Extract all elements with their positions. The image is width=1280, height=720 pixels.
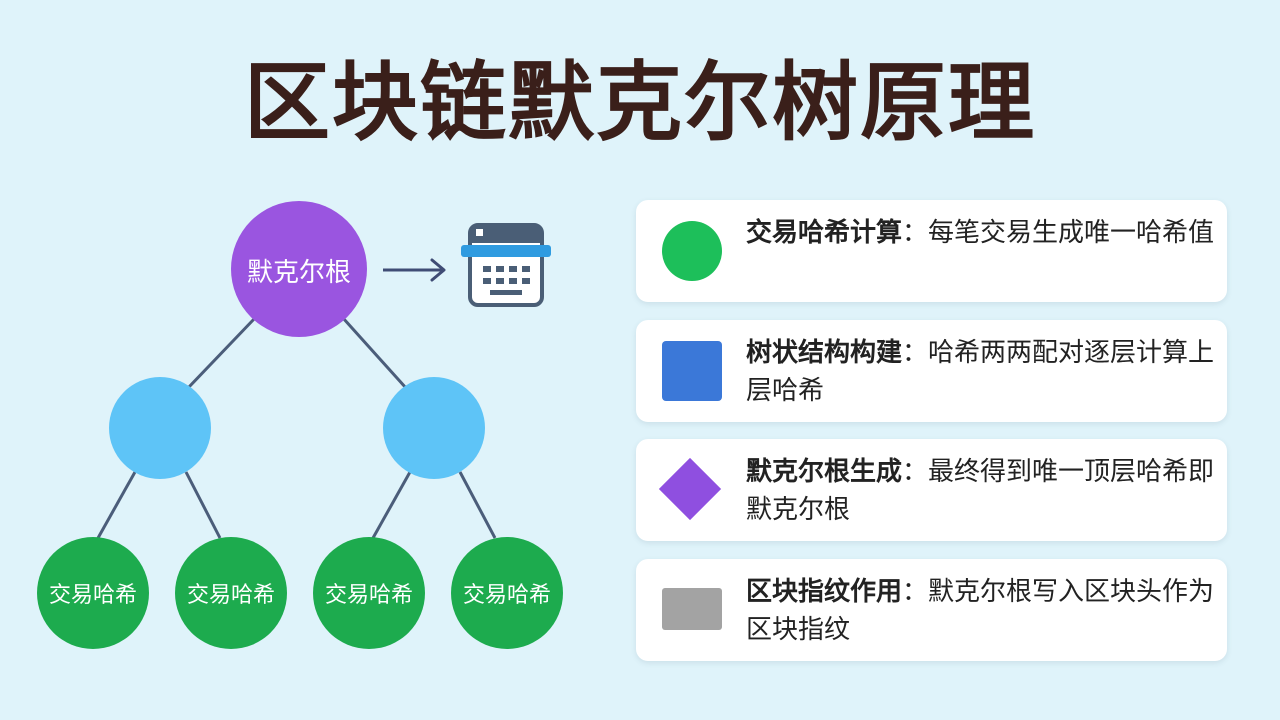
legend-term: 树状结构构建 [746,338,903,368]
legend-separator: ： [902,218,929,248]
leaf-node-1 [37,537,149,649]
legend-term: 默克尔根生成 [746,457,903,487]
legend-description: 哈希两两配对逐层计算上层哈希 [746,338,1215,406]
block-header-icon [461,223,551,307]
edge-right-leaf3 [371,471,412,539]
legend-text: 树状结构构建：哈希两两配对逐层计算上层哈希 [746,334,1216,410]
legend-description: 最终得到唯一顶层哈希即默克尔根 [746,457,1215,525]
legend-term: 区块指纹作用 [746,577,903,607]
legend-card-transaction-hash: 交易哈希计算：每笔交易生成唯一哈希值 [636,200,1227,302]
leaf-node-2 [175,537,287,649]
leaf-node-label: 交易哈希 [462,583,551,608]
edge-right-leaf4 [458,471,497,539]
leaf-node-4 [451,537,563,649]
gray-rectangle-icon [662,588,722,630]
root-node-label: 默克尔根 [246,257,351,288]
edge-root-right [341,316,408,390]
legend-description: 默克尔根写入区块头作为区块指纹 [746,577,1215,645]
legend-card-block-fingerprint: 区块指纹作用：默克尔根写入区块头作为区块指纹 [636,559,1227,661]
legend-card-merkle-root: 默克尔根生成：最终得到唯一顶层哈希即默克尔根 [636,439,1227,541]
legend-text: 区块指纹作用：默克尔根写入区块头作为区块指纹 [746,573,1216,649]
edge-left-leaf1 [96,471,137,539]
edge-root-left [186,316,257,390]
leaf-node-label: 交易哈希 [48,583,137,608]
green-circle-icon [662,221,722,281]
leaf-node-label: 交易哈希 [186,583,275,608]
legend-card-tree-construction: 树状结构构建：哈希两两配对逐层计算上层哈希 [636,320,1227,422]
intermediate-node-right [383,377,485,479]
legend-text: 默克尔根生成：最终得到唯一顶层哈希即默克尔根 [746,453,1216,529]
legend-separator: ： [902,457,929,487]
blue-square-icon [662,341,722,401]
leaf-node-3 [313,537,425,649]
legend-term: 交易哈希计算 [746,218,903,248]
legend-separator: ： [902,338,929,368]
page-title: 区块链默克尔树原理 [244,53,1036,153]
legend-separator: ： [902,577,929,607]
edge-left-leaf2 [184,471,222,539]
leaf-node-label: 交易哈希 [324,583,413,608]
legend-description: 每笔交易生成唯一哈希值 [928,218,1215,248]
legend-text: 交易哈希计算：每笔交易生成唯一哈希值 [746,214,1216,252]
root-node [231,201,367,337]
arrow-right-icon [383,258,446,282]
intermediate-node-left [109,377,211,479]
purple-diamond-icon [658,457,722,521]
